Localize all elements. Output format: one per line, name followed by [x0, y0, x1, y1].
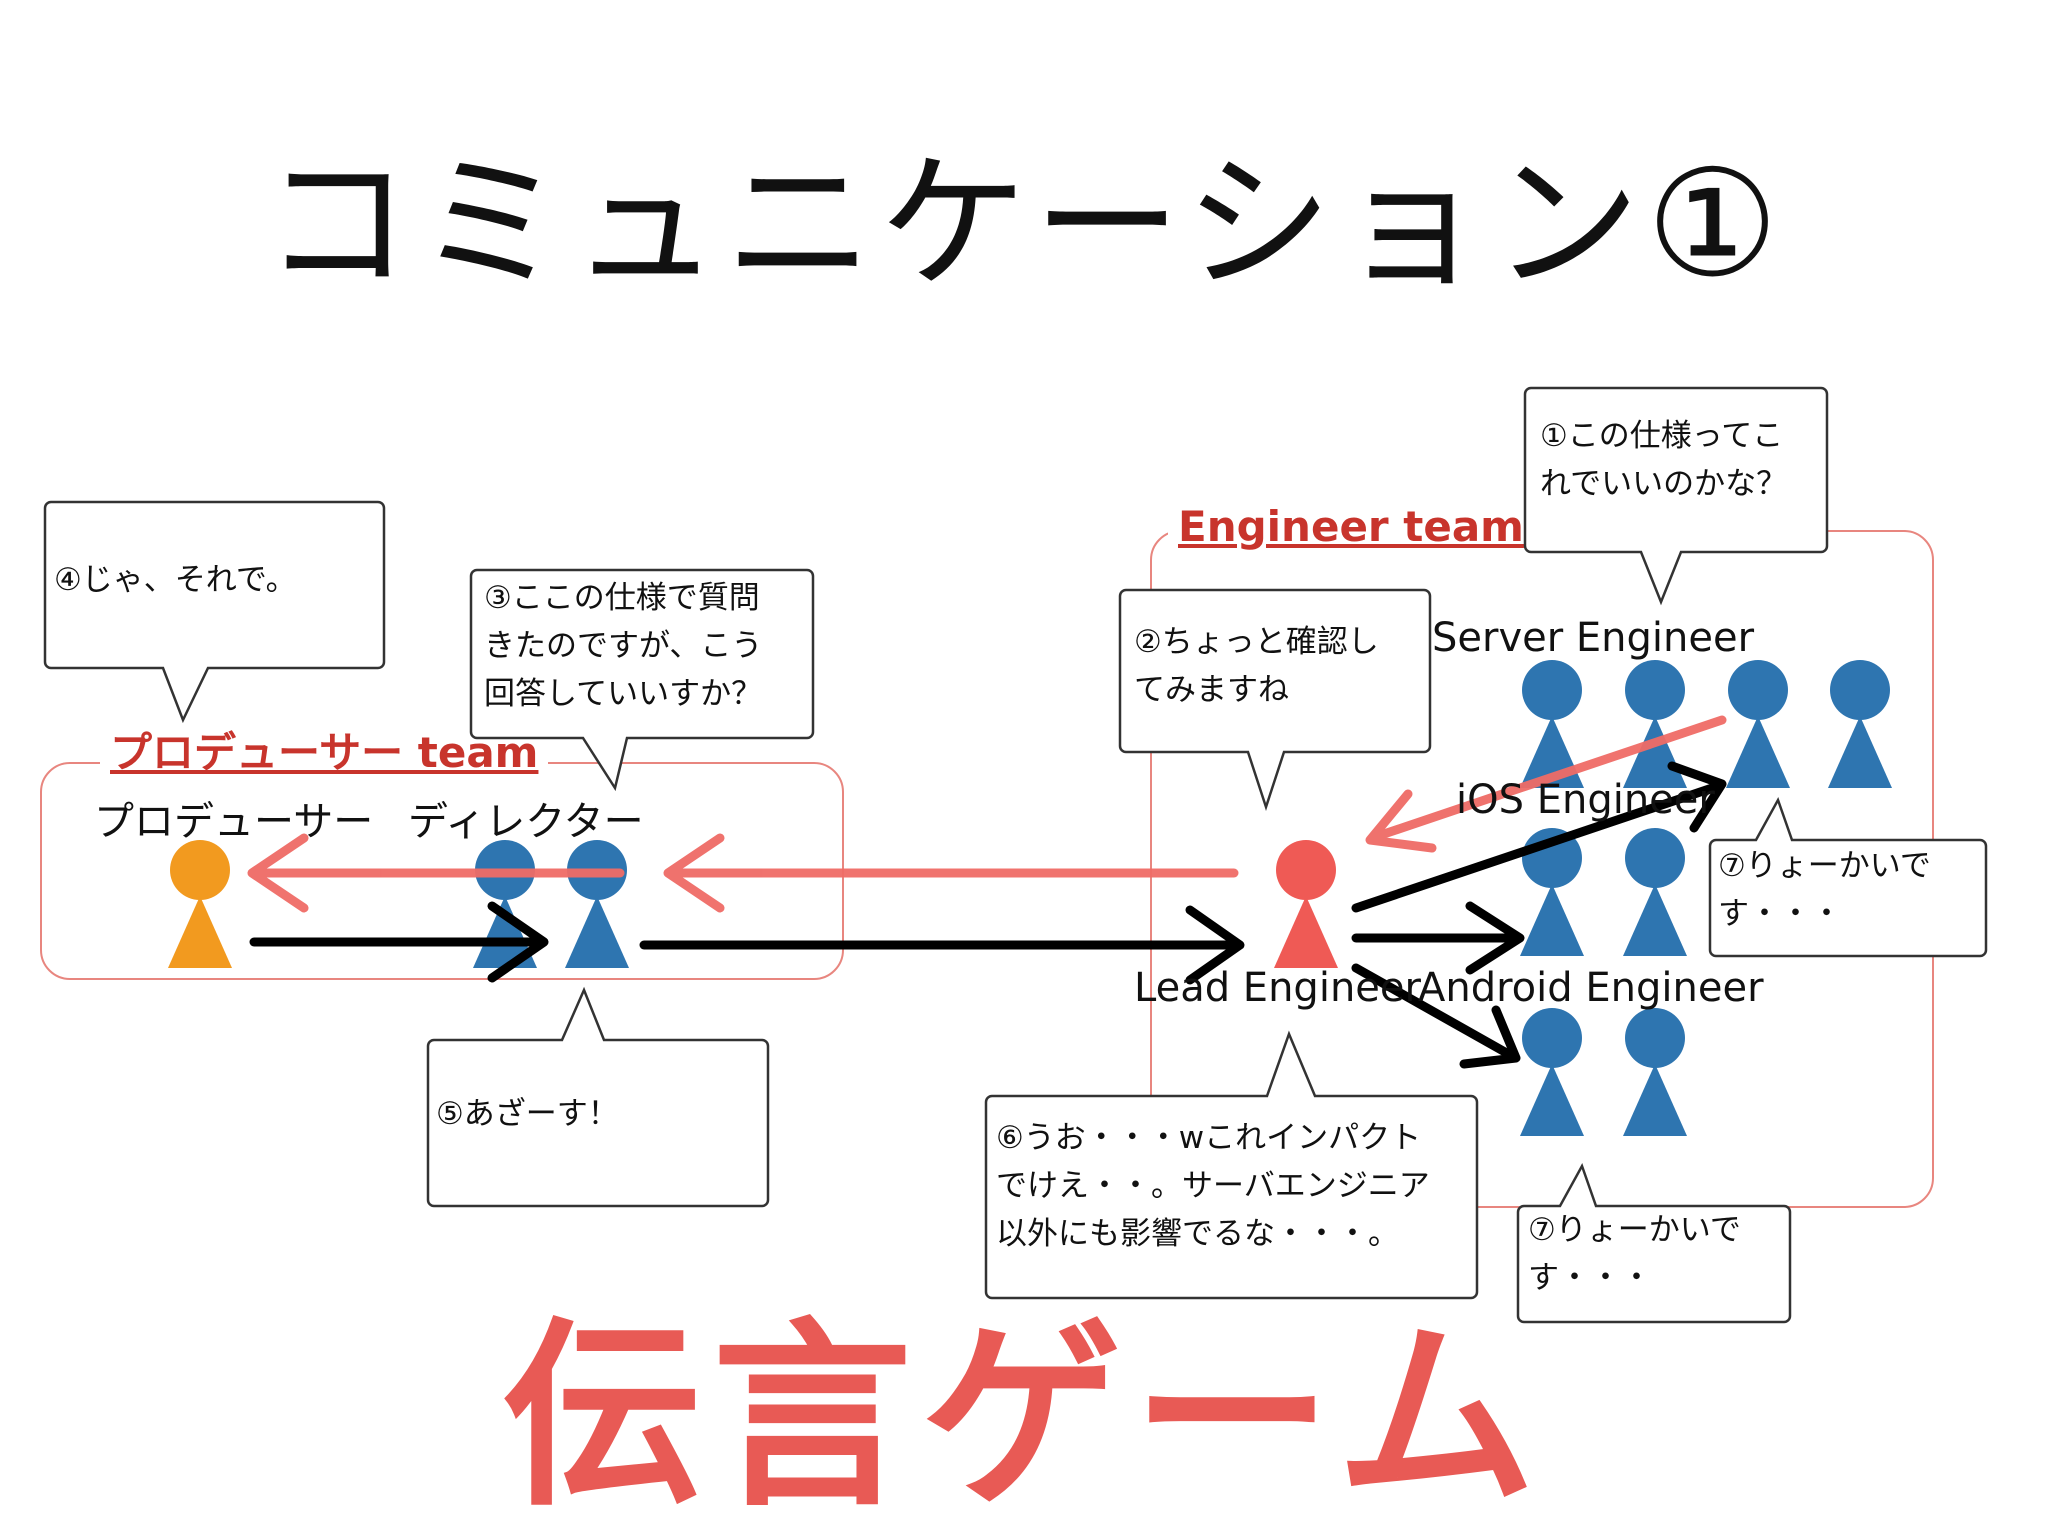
engineer-team-label: Engineer team [1168, 503, 1534, 551]
role-server: Server Engineer [1432, 615, 1755, 661]
arrow-black-lead-to-ios-head [1465, 901, 1525, 975]
arrow-red-director-to-producer-head [247, 833, 309, 913]
arrow-black-lead-to-android [1351, 963, 1517, 1061]
role-ios: iOS Engineer [1456, 777, 1715, 823]
bubble-5 [426, 986, 770, 1208]
android-engineers [1520, 1008, 1687, 1136]
arrow-red-lead-to-director-head [663, 833, 725, 913]
bubble-3 [469, 568, 815, 792]
role-producer: プロデューサー [94, 799, 374, 845]
bubble-7a-text: ⑦りょーかいで す・・・ [1718, 848, 1931, 932]
director-person-2 [565, 840, 629, 968]
bubble-6 [984, 1030, 1479, 1300]
bubble-4 [43, 500, 386, 724]
producer-team-label: プロデューサー team [100, 729, 549, 777]
arrow-red-server-to-lead [1367, 715, 1727, 843]
bubble-7b [1516, 1162, 1792, 1324]
bubble-7b-text: ⑦りょーかいで す・・・ [1528, 1212, 1741, 1296]
role-android: Android Engineer [1418, 965, 1764, 1011]
arrow-black-lead-to-server-head [1667, 761, 1727, 833]
lead-engineer-person [1274, 840, 1338, 968]
arrow-red-server-to-lead-head [1365, 789, 1437, 853]
arrow-black-lead-to-server [1351, 781, 1723, 913]
role-lead: Lead Engineer [1134, 965, 1421, 1011]
arrow-black-lead-to-android-head [1459, 1005, 1521, 1069]
bubble-5-text: ⑤あざーす！ [436, 1096, 619, 1132]
bubble-4-text: ④じゃ、それで。 [54, 562, 297, 598]
role-director: ディレクター [408, 799, 644, 845]
bubble-2 [1118, 588, 1432, 812]
bubble-6-text: ⑥うお・・・wこれインパクト でけえ・・。サーバエンジニア 以外にも影響でるな・… [996, 1120, 1430, 1252]
arrow-black-producer-to-director-head [487, 901, 549, 983]
page-title: コミュニケーション① [263, 138, 1785, 310]
footer-title: 伝言ゲーム [501, 1301, 1546, 1534]
bubble-1 [1523, 386, 1829, 606]
bubble-7a [1708, 796, 1988, 958]
arrow-black-director-to-lead-head [1185, 905, 1245, 985]
bubble-1-text: ①この仕様ってこ れでいいのかな？ [1540, 418, 1788, 502]
bubble-2-text: ②ちょっと確認し てみますね [1134, 624, 1379, 708]
bubble-3-text: ③ここの仕様で質問 きたのですが、こう 回答していいすか？ [484, 580, 763, 712]
producer-person [168, 840, 232, 968]
